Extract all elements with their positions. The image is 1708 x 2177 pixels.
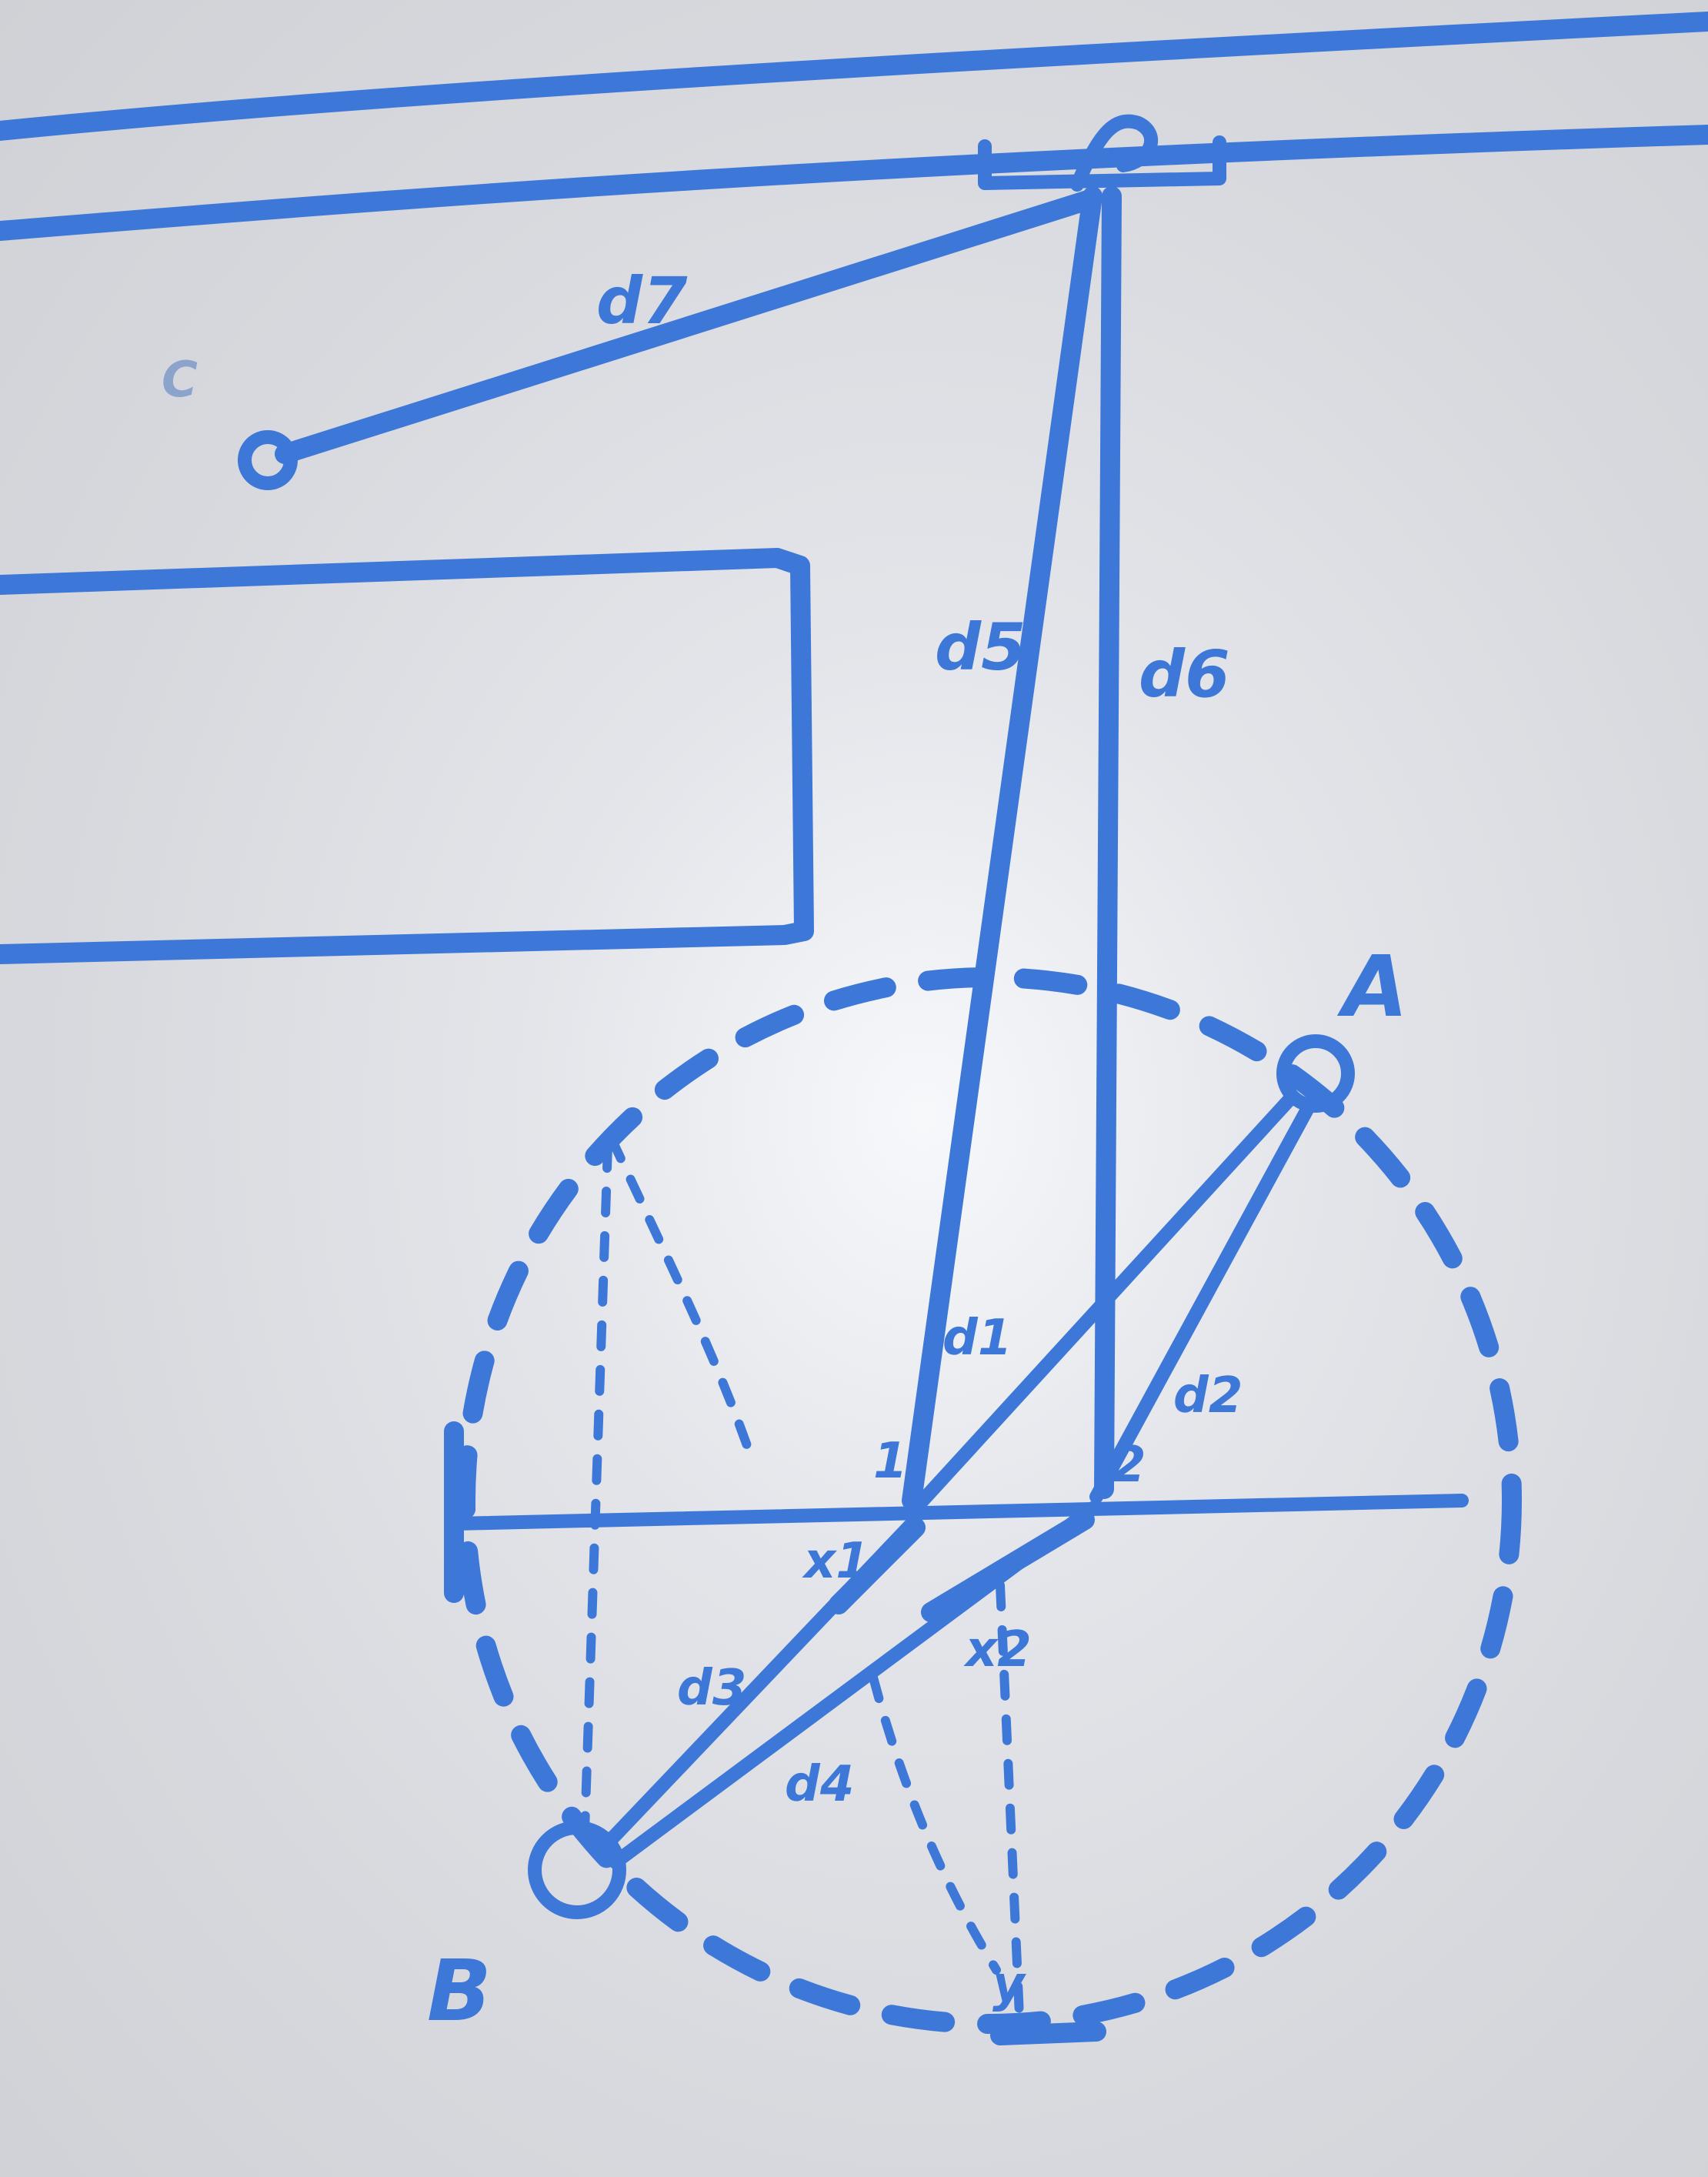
joint-c bbox=[238, 430, 298, 490]
label-d4: d4 bbox=[785, 1756, 854, 1813]
label-d1: d1 bbox=[942, 1310, 1012, 1367]
link-d1 bbox=[909, 1094, 1296, 1515]
vertical-tick-bottom bbox=[990, 2022, 1106, 2045]
label-joint-2: 2 bbox=[1112, 1437, 1146, 1494]
link-d6 bbox=[1094, 186, 1122, 1499]
label-d5: d5 bbox=[935, 609, 1026, 685]
construction-vertical-left bbox=[580, 1142, 612, 1836]
label-x1: x1 bbox=[802, 1533, 870, 1590]
link-d2 bbox=[1089, 1101, 1315, 1504]
link-x1-bar bbox=[829, 1518, 926, 1614]
reference-circle bbox=[455, 967, 1522, 2034]
construction-vertical-right bbox=[996, 1581, 1024, 2021]
label-b: B bbox=[427, 1942, 492, 2040]
label-a: A bbox=[1336, 937, 1408, 1036]
link-d7 bbox=[275, 189, 1103, 464]
label-joint-1: 1 bbox=[873, 1433, 908, 1490]
label-y: y bbox=[992, 1956, 1026, 2013]
joint-a bbox=[1276, 1034, 1355, 1113]
construction-arc-left bbox=[607, 1134, 755, 1459]
label-x2: x2 bbox=[963, 1621, 1032, 1678]
joint-b bbox=[528, 1821, 626, 1919]
label-d2: d2 bbox=[1173, 1367, 1243, 1424]
link-d5 bbox=[902, 186, 1103, 1511]
label-d7: d7 bbox=[596, 263, 688, 339]
frame-bracket bbox=[0, 548, 814, 964]
label-d3: d3 bbox=[677, 1660, 746, 1717]
top-rail-lower bbox=[0, 125, 1708, 241]
construction-arc-right bbox=[869, 1673, 1001, 1975]
link-x2-bar bbox=[921, 1510, 1095, 1622]
pivot-hook bbox=[1070, 114, 1159, 192]
label-c: C bbox=[162, 352, 198, 409]
top-rail-upper bbox=[0, 12, 1708, 141]
pivot-bracket bbox=[978, 135, 1226, 190]
horizontal-axis bbox=[447, 1494, 1469, 1531]
label-d6: d6 bbox=[1139, 636, 1230, 712]
